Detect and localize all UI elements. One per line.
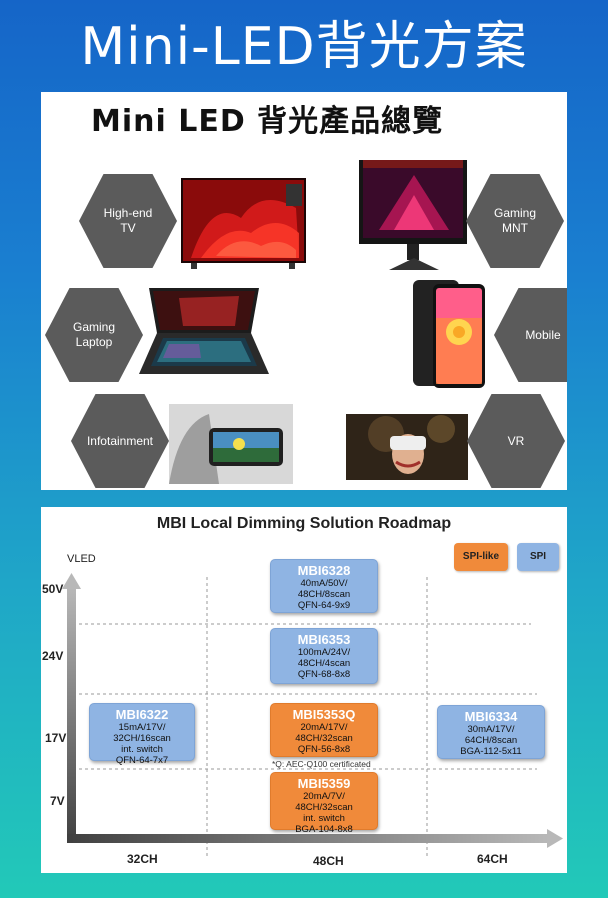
x-tick-32ch: 32CH [127,852,158,866]
aec-q100-note: *Q: AEC-Q100 certificated [272,759,371,769]
legend-spi: SPI [517,543,559,571]
chip-name: MBI6353 [297,632,351,647]
gaming-laptop-image [139,288,269,374]
chip-name: MBI6322 [115,707,169,722]
x-tick-48ch: 48CH [313,854,344,868]
tv-image [181,178,306,270]
x-tick-64ch: 64CH [477,852,508,866]
chip-mbi6353: MBI6353 100mA/24V/ 48CH/4scan QFN-68-8x8 [270,628,378,684]
chip-name: MBI6328 [297,563,351,578]
hex-gaming-mnt: Gaming MNT [466,174,564,268]
chip-specs: 100mA/24V/ 48CH/4scan QFN-68-8x8 [297,647,351,680]
y-tick-24v: 24V [42,649,64,663]
x-axis-arrow [547,829,563,848]
chip-specs: 40mA/50V/ 48CH/8scan QFN-64-9x9 [297,578,351,611]
chip-specs: 15mA/17V/ 32CH/16scan int. switch QFN-64… [113,722,171,766]
hex-infotainment: Infotainment [71,394,169,488]
y-tick-50v: 50V [42,582,64,596]
x-axis [67,834,549,843]
chip-specs: 20mA/7V/ 48CH/32scan int. switch BGA-104… [295,791,353,835]
chip-name: MBI5353Q [292,707,356,722]
y-tick-17v: 17V [45,731,67,745]
hex-mobile: Mobile [494,288,567,382]
roadmap-panel: MBI Local Dimming Solution Roadmap SPI-l… [41,507,567,873]
chip-mbi6334: MBI6334 30mA/17V/ 64CH/8scan BGA-112-5x1… [437,705,545,759]
chip-name: MBI5359 [297,776,351,791]
legend-spi-like: SPI-like [454,543,508,571]
chip-mbi5353q: MBI5353Q 20mA/17V/ 48CH/32scan QFN-56-8x… [270,703,378,757]
page-title: Mini-LED背光方案 [80,17,528,77]
roadmap-title: MBI Local Dimming Solution Roadmap [156,515,452,532]
hex-vr: VR [467,394,565,488]
gaming-monitor-image [359,160,469,272]
mobile-image [411,278,489,390]
roadmap-axes [62,573,563,859]
chip-specs: 30mA/17V/ 64CH/8scan BGA-112-5x11 [460,724,522,757]
hex-high-end-tv: High-end TV [79,174,177,268]
overview-title: Mini LED 背光產品總覽 [91,104,444,139]
y-axis-arrow [62,573,81,589]
infotainment-image [169,404,293,484]
y-tick-7v: 7V [50,794,65,808]
chip-mbi5359: MBI5359 20mA/7V/ 48CH/32scan int. switch… [270,772,378,835]
y-axis [67,587,76,843]
vr-image [346,414,468,480]
chip-mbi6322: MBI6322 15mA/17V/ 32CH/16scan int. switc… [89,703,195,766]
hex-gaming-laptop: Gaming Laptop [45,288,143,382]
chip-specs: 20mA/17V/ 48CH/32scan QFN-56-8x8 [295,722,353,755]
product-overview-panel: Mini LED 背光產品總覽 High-end TV Gaming MNT G… [41,92,567,490]
chip-name: MBI6334 [464,709,518,724]
y-axis-label: VLED [67,553,96,565]
chip-mbi6328: MBI6328 40mA/50V/ 48CH/8scan QFN-64-9x9 [270,559,378,613]
